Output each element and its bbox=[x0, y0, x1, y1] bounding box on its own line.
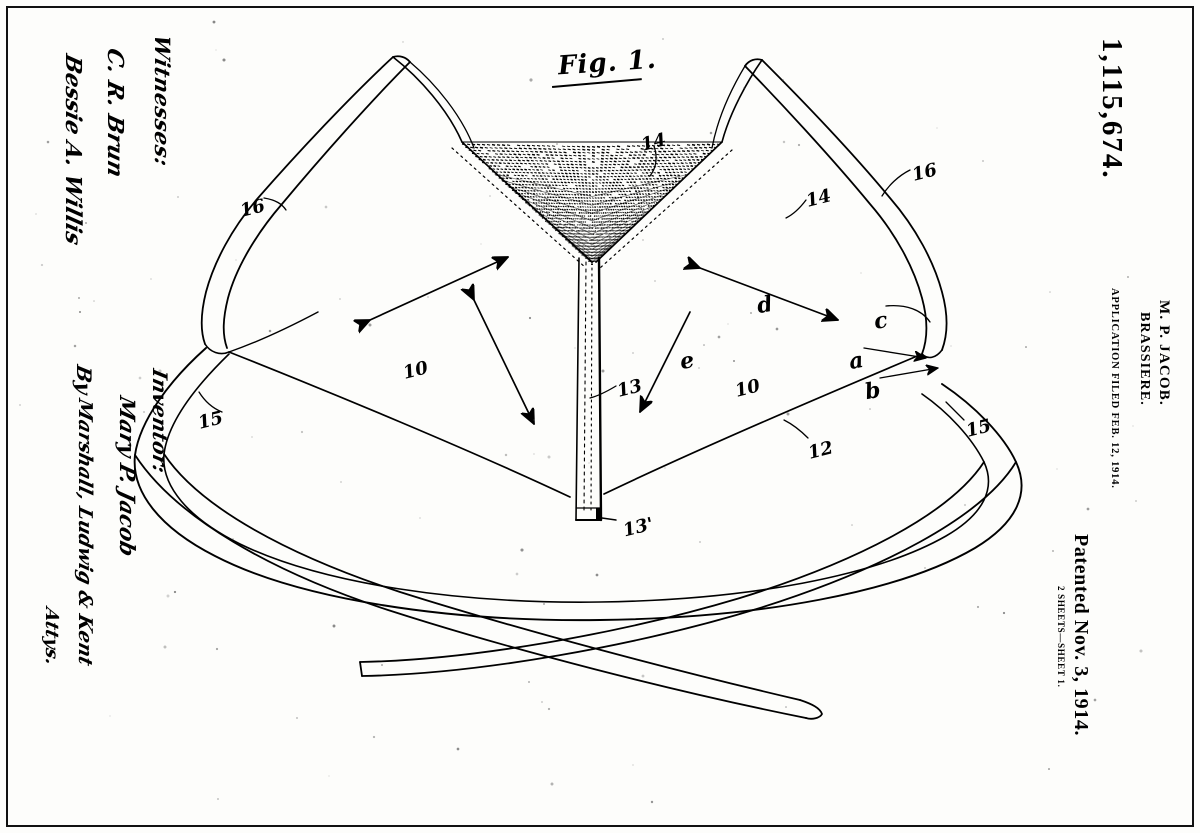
witness-signature-1: C. R. Brun bbox=[102, 46, 128, 181]
attorney-signature: Marshall, Ludwig & Kent bbox=[74, 397, 96, 669]
inventor-label: Inventor: bbox=[148, 367, 172, 475]
sheet-count-line: 2 SHEETS—SHEET 1. bbox=[1056, 586, 1066, 688]
sheet-border bbox=[6, 6, 1194, 827]
patent-number: 1,115,674. bbox=[1095, 38, 1128, 180]
patent-title-header: BRASSIERE. bbox=[1136, 312, 1152, 406]
inventor-name-header: M. P. JACOB. bbox=[1155, 300, 1172, 406]
application-filed-line: APPLICATION FILED FEB. 12, 1914. bbox=[1109, 288, 1120, 489]
by-label: By bbox=[72, 363, 96, 397]
witness-signature-2: Bessie A. Willis bbox=[60, 52, 86, 248]
witnesses-label: Witnesses: bbox=[150, 33, 175, 169]
patent-date-line: Patented Nov. 3, 1914. bbox=[1069, 534, 1092, 736]
inventor-signature: Mary P. Jacob bbox=[115, 394, 140, 560]
attorneys-label: Attys. bbox=[41, 606, 62, 668]
